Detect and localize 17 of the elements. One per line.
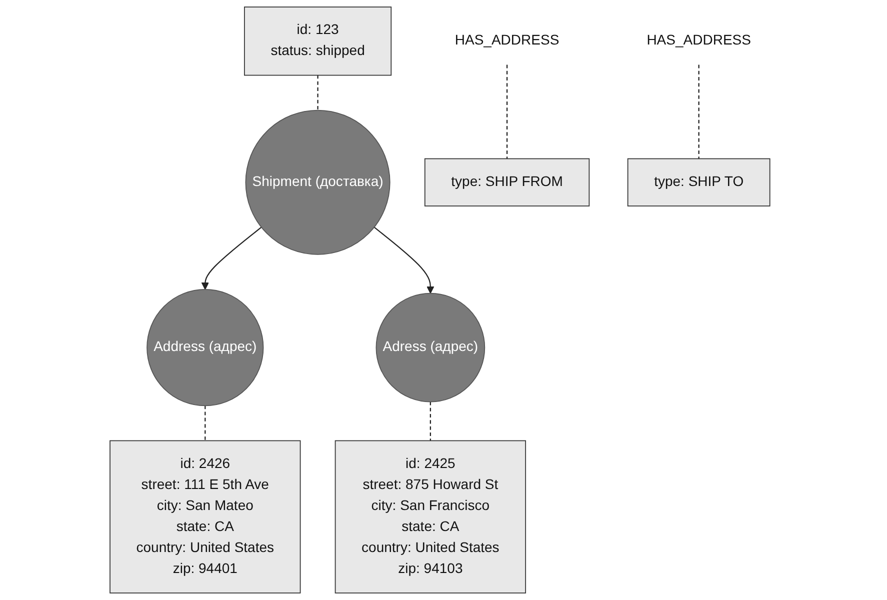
node-box: id: 2425 street: 875 Howard St city: San Francisco state: CA country: United States zip: 94103 xyxy=(334,440,526,594)
node-text: HAS_ADDRESS xyxy=(646,33,751,48)
node-box: type: SHIP TO xyxy=(627,158,770,206)
arrow xyxy=(201,226,262,290)
connector xyxy=(698,64,700,159)
node-box: type: SHIP FROM xyxy=(424,158,590,206)
node-circle: Adress (адрес) xyxy=(376,292,485,402)
connector xyxy=(506,64,508,159)
node-text: HAS_ADDRESS xyxy=(454,33,560,48)
node-circle: Address (адрес) xyxy=(146,289,264,406)
connector xyxy=(317,75,318,110)
node-circle: Shipment (доставка) xyxy=(245,110,390,255)
node-box: id: 2426 street: 111 E 5th Ave city: San Mateo state: CA country: United States zip: 94401 xyxy=(109,440,301,594)
connector xyxy=(204,406,206,441)
arrow xyxy=(374,226,434,294)
node-box: id: 123 status: shipped xyxy=(244,6,392,76)
connector xyxy=(430,402,431,441)
